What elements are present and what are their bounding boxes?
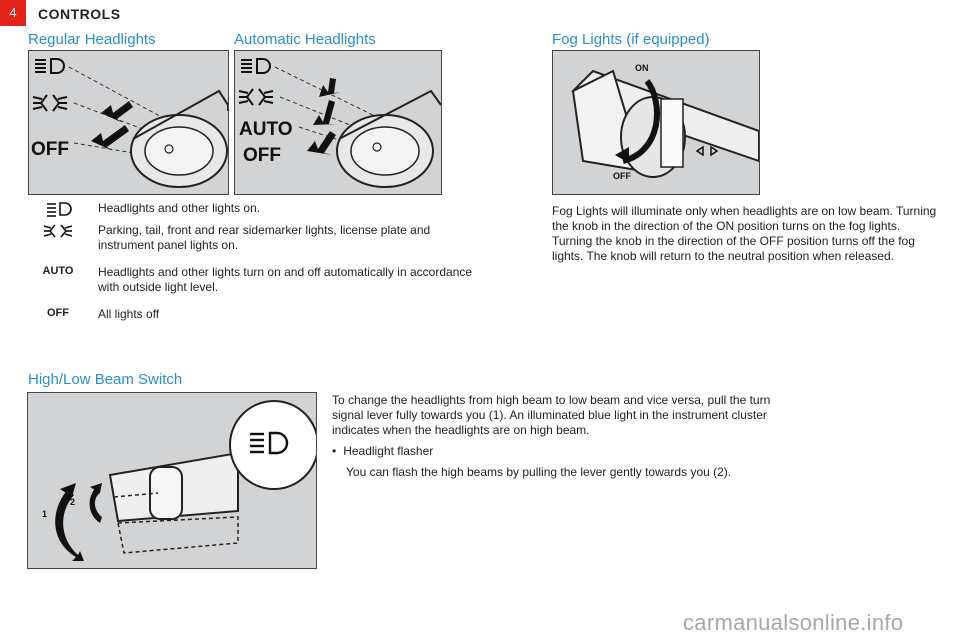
regular-headlights-title: Regular Headlights: [28, 31, 156, 48]
headlight-icon: [241, 58, 271, 74]
legend-row-auto: AUTO Headlights and other lights turn on…: [38, 265, 478, 299]
legend-row-headlights: Headlights and other lights on.: [38, 201, 478, 221]
auto-label: AUTO: [42, 265, 74, 277]
automatic-headlights-figure: AUTO OFF: [234, 50, 442, 195]
headlight-switch-knob: [130, 89, 228, 188]
pull-arrow-1: [55, 483, 84, 561]
bullet-item: • Headlight flasher: [332, 444, 433, 459]
legend-row-off: OFF All lights off: [38, 307, 478, 327]
rotation-arrows: [91, 101, 133, 151]
bullet-detail: You can flash the high beams by pulling …: [346, 465, 732, 479]
figure-off-label: OFF: [613, 171, 631, 181]
parking-light-icon: [32, 94, 68, 112]
high-beam-callout: [229, 400, 316, 490]
legend-text: Headlights and other lights turn on and …: [98, 265, 473, 294]
watermark: carmanualsonline.info: [683, 610, 904, 635]
legend-text: Parking, tail, front and rear sidemarker…: [98, 223, 431, 252]
chapter-title: CONTROLS: [38, 6, 121, 22]
legend-text: All lights off: [98, 307, 160, 321]
figure-on-label: ON: [635, 63, 649, 73]
regular-headlights-figure: OFF: [28, 50, 229, 195]
rotation-arrow: [622, 79, 660, 164]
high-low-beam-title: High/Low Beam Switch: [28, 371, 183, 388]
arrow-head: [615, 147, 629, 163]
legend-text: Headlights and other lights on.: [98, 201, 261, 215]
bullet-dot: •: [332, 444, 337, 458]
turn-signal-lever: [108, 451, 239, 554]
fog-lights-description: Fog Lights will illuminate only when hea…: [552, 204, 937, 263]
high-beam-icon: [250, 431, 289, 455]
figure-off-label: OFF: [31, 139, 69, 160]
high-low-description: To change the headlights from high beam …: [332, 393, 771, 437]
headlight-icon: [38, 201, 78, 222]
high-low-beam-figure: 1 2: [27, 392, 317, 569]
bullet-text: Headlight flasher: [343, 444, 434, 458]
rotation-arrows: [307, 78, 341, 155]
indicator-arrows-icon: [695, 145, 719, 157]
figure-off-label: OFF: [243, 145, 281, 166]
headlight-icon: [35, 58, 65, 74]
fog-lights-title: Fog Lights (if equipped): [552, 31, 710, 48]
headlight-legend: Headlights and other lights on. Parking,…: [38, 201, 478, 327]
parking-light-icon: [238, 88, 274, 106]
parking-light-icon: [38, 223, 78, 244]
label-2: 2: [70, 497, 75, 507]
legend-row-parking: Parking, tail, front and rear sidemarker…: [38, 223, 478, 257]
pull-arrow-2: [89, 483, 102, 523]
headlight-switch-knob: [336, 89, 441, 188]
automatic-headlights-title: Automatic Headlights: [234, 31, 376, 48]
page-number: 4: [0, 0, 26, 26]
figure-auto-label: AUTO: [239, 119, 292, 140]
off-label: OFF: [47, 307, 69, 319]
fog-lights-figure: ON OFF: [552, 50, 760, 195]
label-1: 1: [42, 509, 47, 519]
